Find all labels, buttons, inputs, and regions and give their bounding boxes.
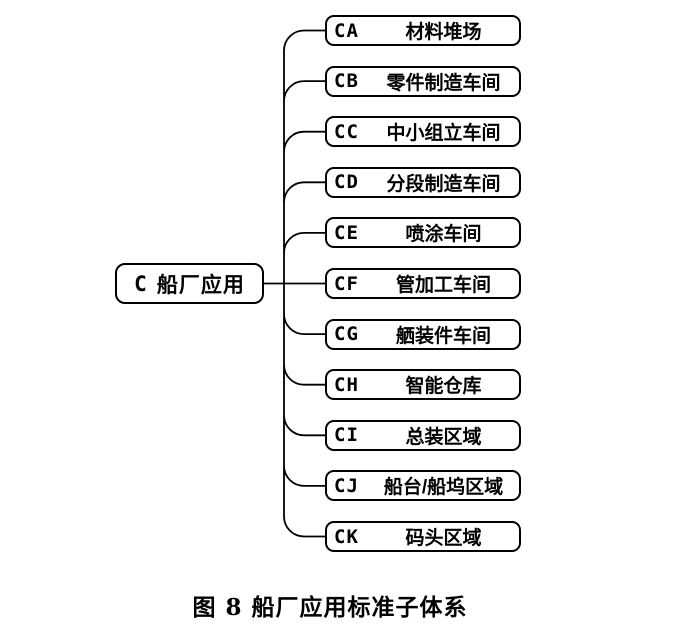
node-child: CE 喷涂车间 bbox=[325, 217, 521, 249]
node-child-code: CB bbox=[334, 70, 359, 93]
node-child-label: 船台/船坞区域 bbox=[383, 477, 504, 499]
node-child-label: 舾装件车间 bbox=[395, 325, 491, 347]
tree-branch-path bbox=[264, 29, 325, 538]
node-child-code: CA bbox=[334, 19, 359, 42]
node-child-code: CI bbox=[334, 424, 359, 447]
node-child: CC 中小组立车间 bbox=[325, 116, 521, 148]
node-child: CA 材料堆场 bbox=[325, 15, 521, 46]
node-child-code: CD bbox=[334, 171, 359, 194]
node-child-code: CJ bbox=[334, 474, 359, 497]
node-child-code: CG bbox=[334, 323, 359, 346]
node-child-label: 材料堆场 bbox=[405, 22, 482, 43]
node-child-code: CK bbox=[334, 525, 359, 548]
node-child-label: 智能仓库 bbox=[405, 376, 482, 398]
node-child-label: 零件制造车间 bbox=[386, 72, 501, 94]
node-root-label: 船厂应用 bbox=[156, 273, 245, 297]
node-root: C 船厂应用 bbox=[115, 263, 264, 304]
node-child: CG 舾装件车间 bbox=[325, 318, 521, 350]
node-child-label: 分段制造车间 bbox=[386, 173, 501, 195]
node-child: CD 分段制造车间 bbox=[325, 166, 521, 198]
node-root-code: C bbox=[134, 271, 148, 296]
node-child: CI 总装区域 bbox=[325, 419, 521, 451]
node-child-code: CE bbox=[334, 221, 359, 244]
node-child: CF 管加工车间 bbox=[325, 268, 521, 299]
node-child: CH 智能仓库 bbox=[325, 369, 521, 401]
node-child-code: CH bbox=[334, 373, 359, 396]
node-child-label: 总装区域 bbox=[405, 426, 482, 448]
node-child: CJ 船台/船坞区域 bbox=[325, 470, 521, 502]
node-child: CB 零件制造车间 bbox=[325, 65, 521, 97]
node-child: CK 码头区域 bbox=[325, 521, 521, 552]
node-child-label: 喷涂车间 bbox=[405, 224, 482, 246]
node-child-label: 码头区域 bbox=[405, 528, 482, 549]
node-child-code: CF bbox=[334, 272, 359, 295]
node-child-label: 管加工车间 bbox=[395, 275, 491, 296]
node-child-code: CC bbox=[334, 120, 359, 143]
node-child-label: 中小组立车间 bbox=[386, 123, 501, 145]
figure-caption: 图 8 船厂应用标准子体系 bbox=[192, 594, 468, 621]
